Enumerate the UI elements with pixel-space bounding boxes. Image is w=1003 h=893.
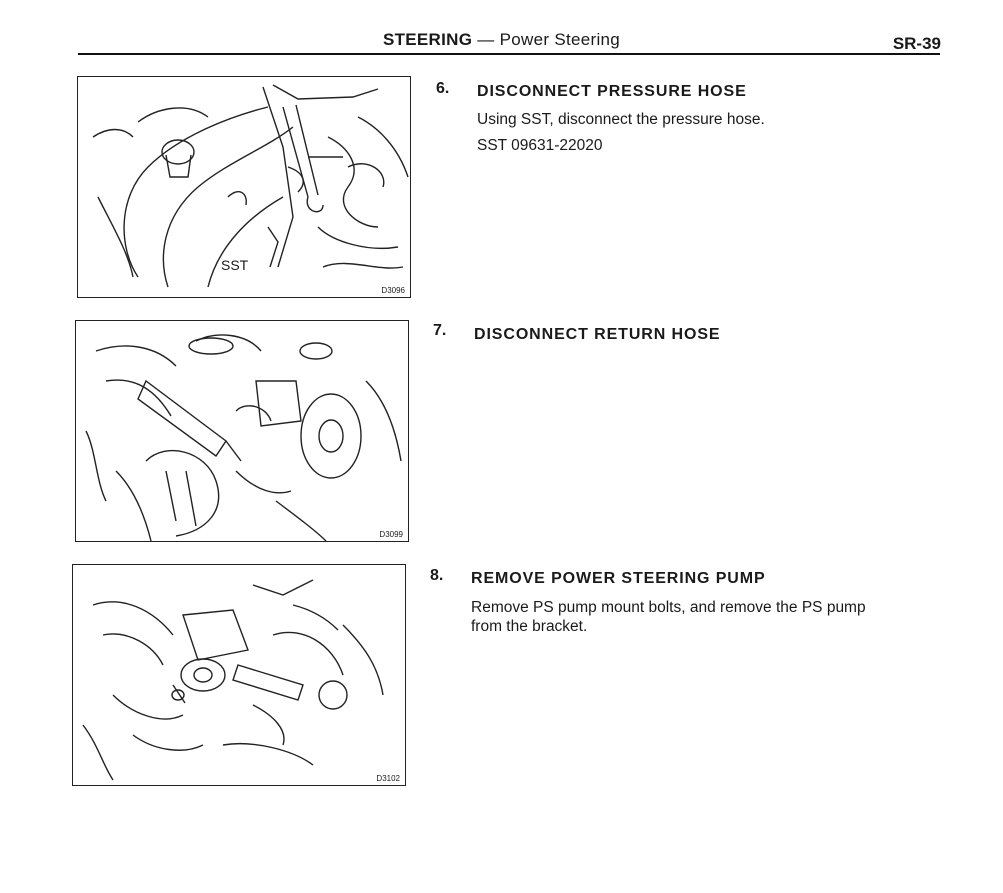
step-body-line: Remove PS pump mount bolts, and remove t… [471,599,866,616]
figure-pressure-hose: SST D3096 [77,76,411,298]
step-body-line: Using SST, disconnect the pressure hose. [477,111,765,128]
figure-code: D3102 [376,774,400,783]
step-title: DISCONNECT RETURN HOSE [474,326,721,343]
figure-return-hose: D3099 [75,320,409,542]
header-rule [78,53,940,55]
step-title: REMOVE POWER STEERING PUMP [471,570,766,587]
figure-code: D3099 [379,530,403,539]
pump-removal-illustration [82,579,384,781]
figure-pump-removal: D3102 [72,564,406,786]
page-number: SR-39 [892,34,941,53]
figure-code: D3096 [381,286,405,295]
return-hose-illustration [85,334,402,541]
sst-label: SST [221,257,249,273]
step-body-line: from the bracket. [471,618,588,635]
pressure-hose-illustration [92,84,409,288]
step-number: 6. [436,80,450,97]
page-header: STEERING — Power Steering [0,30,1003,50]
subsection-title: — Power Steering [477,30,621,49]
section-title: STEERING [382,30,473,49]
step-body-line: SST 09631-22020 [477,137,603,154]
step-number: 7. [433,322,447,339]
step-title: DISCONNECT PRESSURE HOSE [477,83,747,100]
step-number: 8. [430,567,444,584]
